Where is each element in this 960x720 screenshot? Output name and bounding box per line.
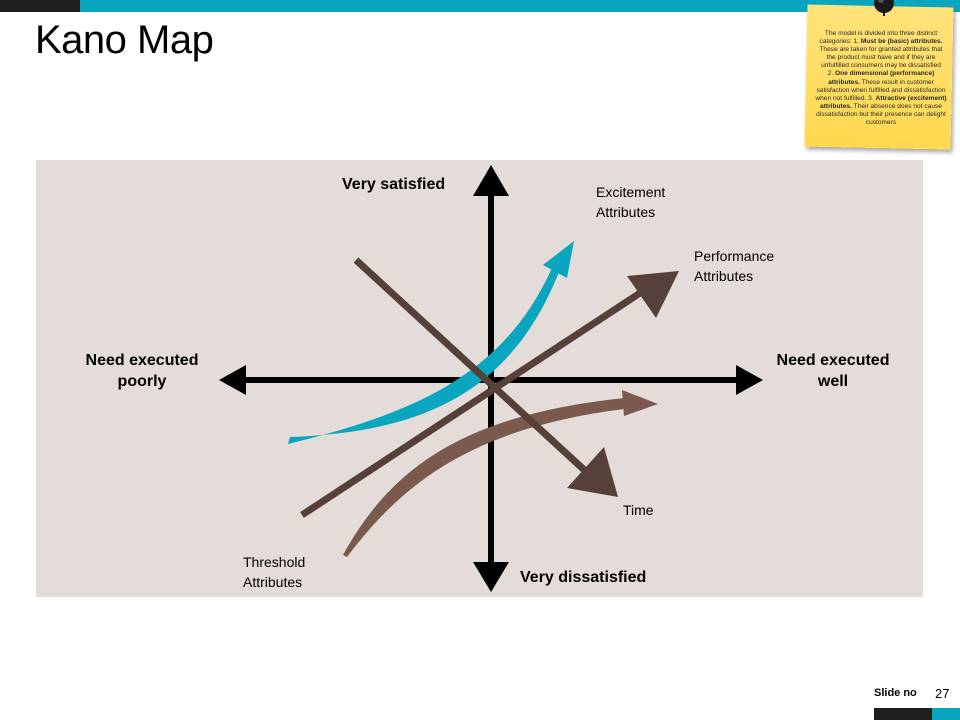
threshold-arrowhead bbox=[622, 390, 658, 416]
label-need-executed-poorly: Need executed poorly bbox=[85, 352, 199, 390]
note-attractive-desc: Their absence does not cause dissatisfac… bbox=[816, 102, 946, 127]
top-bar-dark bbox=[0, 0, 80, 12]
footer-bar-teal bbox=[932, 708, 960, 720]
sticky-note-text: The model is divided into three distinct… bbox=[814, 30, 948, 127]
label-excitement-attributes: Excitement Attributes bbox=[596, 184, 666, 220]
page-title: Kano Map bbox=[35, 18, 214, 62]
performance-arrowhead bbox=[627, 271, 679, 318]
slide-number: 27 bbox=[935, 686, 950, 701]
excitement-curve bbox=[288, 268, 559, 444]
label-very-dissatisfied: Very dissatisfied bbox=[520, 569, 647, 586]
label-threshold-attributes: Threshold Attributes bbox=[243, 554, 306, 590]
note-one-dim-desc: These result in customer satisfaction wh… bbox=[815, 78, 946, 102]
label-time: Time bbox=[623, 502, 654, 518]
note-one-dim-title: One dimensional (performance) attributes… bbox=[828, 70, 935, 86]
axis-arrow-down bbox=[473, 562, 509, 592]
slide-number-label: Slide no bbox=[874, 687, 917, 699]
time-arrowhead bbox=[567, 447, 618, 497]
axis-arrow-right bbox=[736, 365, 763, 395]
label-performance-attributes: Performance Attributes bbox=[694, 248, 775, 284]
threshold-curve bbox=[343, 398, 625, 557]
note-must-be-title: Must be (basic) attributes. bbox=[860, 38, 943, 46]
note-must-be-desc: These are taken for granted attributes t… bbox=[819, 46, 943, 70]
footer-bar-dark bbox=[874, 708, 932, 720]
axis-arrow-up bbox=[473, 165, 509, 196]
note-intro: The model is divided into three distinct… bbox=[819, 30, 938, 46]
label-very-satisfied: Very satisfied bbox=[342, 176, 446, 193]
push-pin-icon bbox=[874, 0, 894, 16]
note-attractive-title: Attractive (excitement) attributes. bbox=[820, 94, 947, 110]
excitement-arrowhead bbox=[543, 241, 574, 278]
axis-arrow-left bbox=[219, 365, 246, 395]
note-one-dim-prefix: 2. bbox=[827, 70, 834, 78]
time-line bbox=[353, 257, 596, 481]
top-bar-teal bbox=[80, 0, 960, 12]
performance-line bbox=[300, 290, 642, 518]
label-need-executed-well: Need executed well bbox=[776, 352, 890, 390]
